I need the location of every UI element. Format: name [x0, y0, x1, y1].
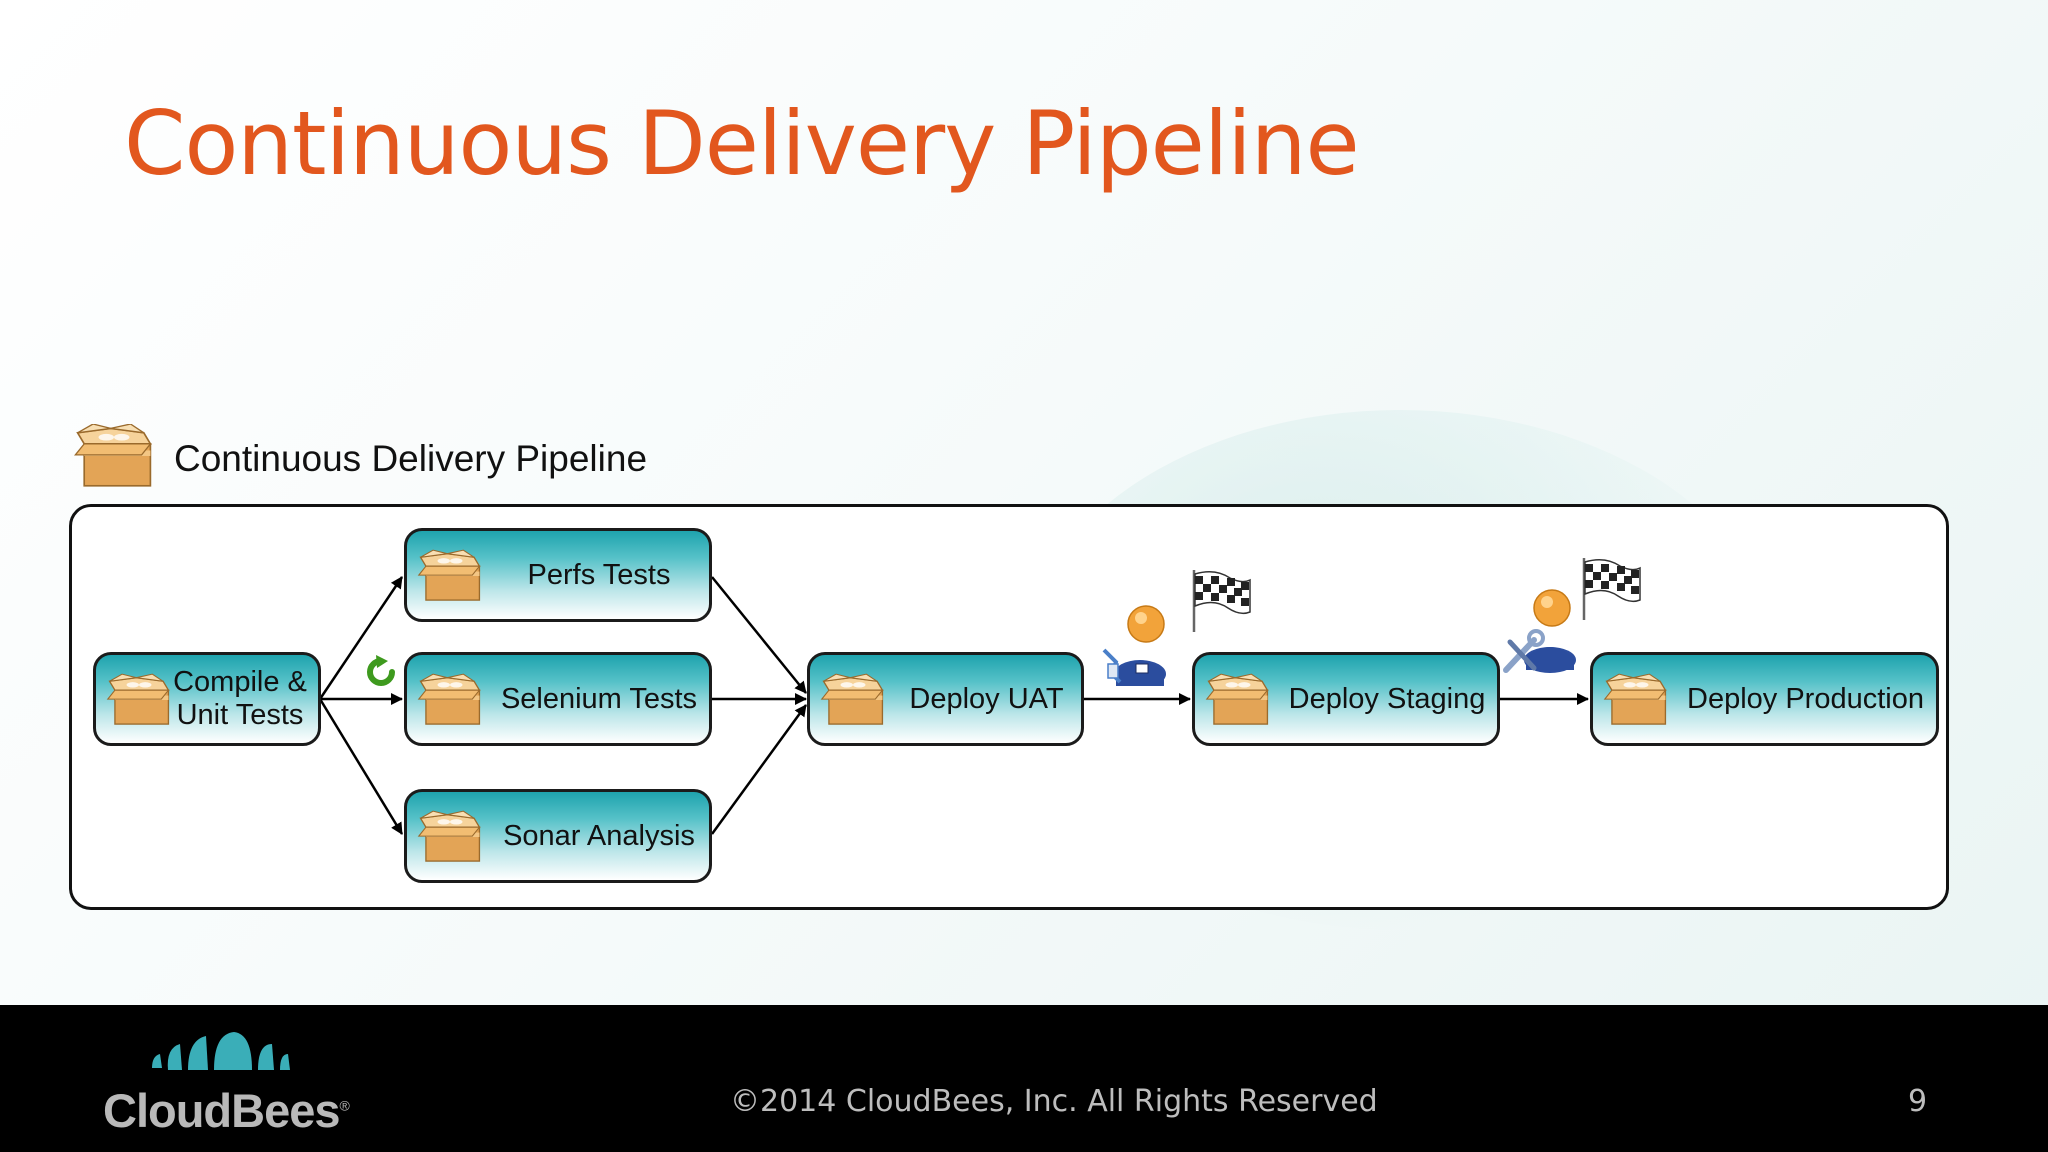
stage-compile-unit-tests[interactable]: Compile & Unit Tests [93, 652, 321, 746]
package-box-icon [107, 673, 170, 725]
checkered-flag-icon [1582, 558, 1641, 620]
stage-label: Deploy UAT [909, 682, 1064, 715]
stage-label: Deploy Staging [1288, 682, 1486, 715]
package-box-icon [1206, 673, 1269, 725]
package-box-icon [1604, 673, 1667, 725]
package-box-icon [74, 424, 152, 487]
page-number: 9 [1908, 1084, 1928, 1119]
copyright-notice: ©2014 CloudBees, Inc. All Rights Reserve… [730, 1084, 1378, 1119]
stage-perfs-tests[interactable]: Perfs Tests [404, 528, 712, 622]
stage-label-line1: Compile & [173, 666, 307, 698]
stage-deploy-uat[interactable]: Deploy UAT [807, 652, 1084, 746]
package-box-icon [418, 549, 481, 601]
stage-label: Deploy Production [1687, 682, 1924, 715]
stage-deploy-staging[interactable]: Deploy Staging [1192, 652, 1500, 746]
cloudbees-logo-text: CloudBees® [103, 1084, 350, 1137]
package-box-icon [418, 810, 481, 862]
cloudbees-logo-icon [152, 1032, 290, 1070]
person-approval-icon[interactable] [1098, 602, 1174, 686]
slide-title: Continuous Delivery Pipeline [124, 92, 1360, 195]
stage-sonar-analysis[interactable]: Sonar Analysis [404, 789, 712, 883]
footer-bar [0, 1005, 2048, 1152]
stage-label: Sonar Analysis [503, 819, 695, 852]
package-box-icon [418, 673, 481, 725]
stage-label-line2: Unit Tests [176, 699, 304, 731]
person-with-tools-icon[interactable] [1500, 586, 1584, 674]
stage-deploy-production[interactable]: Deploy Production [1590, 652, 1939, 746]
package-box-icon [821, 673, 884, 725]
stage-label: Perfs Tests [527, 558, 671, 591]
stage-label: Compile & Unit Tests [168, 655, 312, 743]
stage-selenium-tests[interactable]: Selenium Tests [404, 652, 712, 746]
pipeline-title: Continuous Delivery Pipeline [174, 438, 648, 479]
stage-label: Selenium Tests [500, 682, 698, 715]
green-retry-arrow-icon[interactable] [362, 654, 402, 690]
checkered-flag-icon [1192, 570, 1251, 632]
